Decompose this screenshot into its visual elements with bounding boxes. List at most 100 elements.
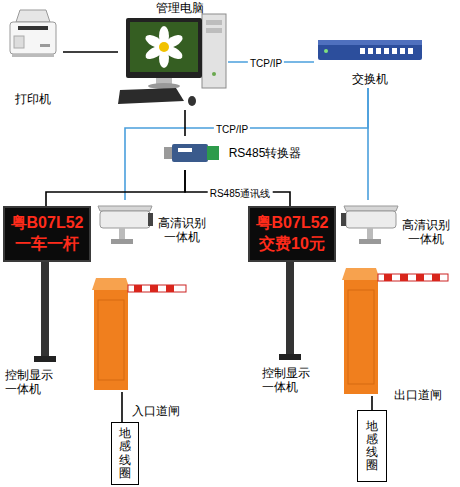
camera-icon-part	[98, 206, 152, 211]
camera-icon-part	[119, 228, 125, 240]
part-label: 控制显示一体机	[262, 366, 314, 395]
barrier-gate-part	[342, 268, 380, 280]
converter-icon-part	[178, 148, 192, 152]
barrier-gate-part	[432, 274, 440, 281]
camera-icon-part	[111, 239, 133, 244]
computer-icon-part	[159, 42, 169, 52]
camera-icon-part	[344, 206, 398, 211]
display-post-part	[286, 262, 294, 356]
vertical-text: 地感线圈	[119, 427, 131, 480]
barrier-gate-part	[378, 274, 448, 281]
barrier-gate-part	[416, 274, 424, 281]
printer-icon-part	[40, 44, 50, 47]
device-label: 高清识别一体机	[156, 216, 208, 245]
connector-line	[46, 170, 185, 206]
edge-label-holder: RS485通讯线	[208, 183, 273, 201]
camera-node: 高清识别一体机	[92, 200, 230, 250]
device-label: 高清识别一体机	[400, 218, 452, 247]
display-post	[34, 262, 56, 362]
label-holder: 控制显示一体机	[262, 366, 314, 395]
display-text: 粤B07L52	[11, 213, 84, 234]
camera-icon-part	[346, 211, 396, 228]
computer-icon-part	[212, 72, 216, 76]
printer-icon	[10, 10, 56, 57]
camera-icon-part	[367, 228, 373, 240]
computer-icon-part	[130, 22, 198, 72]
display-post-part	[34, 356, 56, 362]
printer-node: 打印机	[3, 4, 63, 110]
barrier-gate-part	[384, 274, 392, 281]
camera-icon-part	[100, 211, 150, 228]
switch-icon	[318, 40, 422, 60]
device-label: 入口道闸	[130, 404, 182, 418]
switch-icon-part	[400, 48, 405, 54]
switch-icon-part	[376, 48, 381, 54]
edge-label: RS485通讯线	[208, 188, 273, 199]
barrier-gate	[92, 278, 186, 390]
computer-icon-part	[202, 14, 226, 88]
label-holder: 控制显示一体机	[5, 368, 57, 397]
display-post	[279, 262, 301, 360]
converter-icon-part	[207, 146, 219, 160]
converter-icon	[164, 144, 219, 162]
connector-line	[371, 396, 373, 410]
device-label: RS485转换器	[226, 146, 304, 160]
display-text: 交费10元	[259, 234, 325, 255]
computer-node: 管理电脑	[118, 0, 228, 110]
switch-icon-part	[392, 48, 397, 54]
barrier-gate-part	[134, 285, 142, 292]
converter-node: RS485转换器	[160, 136, 305, 170]
barrier-gate-part	[98, 300, 124, 380]
barrier-node: 出口道闸	[338, 264, 382, 396]
barrier-node: 入口道闸	[88, 272, 130, 392]
part-label: 控制显示一体机	[5, 368, 57, 397]
printer-icon-part	[16, 10, 50, 22]
switch-icon-part	[360, 48, 365, 54]
barrier-gate-part	[128, 285, 186, 292]
edge-label-holder: TCP/IP	[214, 119, 250, 137]
switch-icon-part	[318, 40, 422, 45]
barrier-gate-part	[166, 285, 174, 292]
converter-icon-part	[172, 144, 208, 162]
computer-icon-part	[206, 20, 222, 25]
switch-icon-part	[324, 49, 328, 53]
barrier-gate-part	[344, 280, 378, 394]
device-label: 交换机	[348, 72, 392, 86]
edge-label-holder: TCP/IP	[248, 53, 284, 71]
display-text: 粤B07L52	[256, 213, 329, 234]
connector-line	[367, 88, 369, 200]
led-display: 粤B07L52一车一杆	[3, 206, 91, 262]
connector-line	[125, 88, 368, 200]
display-text: 一车一杆	[15, 234, 79, 255]
connector-line	[184, 110, 186, 136]
edge-label: TCP/IP	[214, 124, 250, 135]
connector-line	[63, 51, 118, 53]
computer-icon-part	[188, 96, 196, 106]
barrier-gate-part	[92, 278, 130, 290]
computer-icon	[118, 14, 226, 106]
switch-icon-part	[384, 48, 389, 54]
barrier-gate	[342, 268, 448, 394]
vertical-text: 地感线圈	[366, 420, 378, 473]
led-display: 粤B07L52交费10元	[248, 206, 336, 262]
printer-icon-part	[18, 26, 48, 30]
connector-line	[121, 392, 123, 422]
converter-icon-part	[164, 147, 173, 159]
camera-icon-part	[359, 239, 381, 244]
camera-icon	[98, 206, 153, 244]
camera-icon	[341, 206, 398, 244]
display-post-part	[279, 354, 301, 360]
printer-icon-part	[10, 22, 56, 54]
computer-icon-part	[126, 18, 202, 78]
printer-icon-part	[12, 54, 54, 57]
barrier-gate-part	[150, 285, 158, 292]
switch-icon-part	[318, 40, 422, 60]
switch-icon-part	[408, 48, 413, 54]
connector-line	[185, 170, 290, 206]
switch-node: 交换机	[314, 34, 426, 88]
ground-loop: 地感线圈	[357, 410, 387, 482]
barrier-gate-part	[400, 274, 408, 281]
edge-label: TCP/IP	[248, 58, 284, 69]
device-label: 出口道闸	[392, 388, 444, 402]
